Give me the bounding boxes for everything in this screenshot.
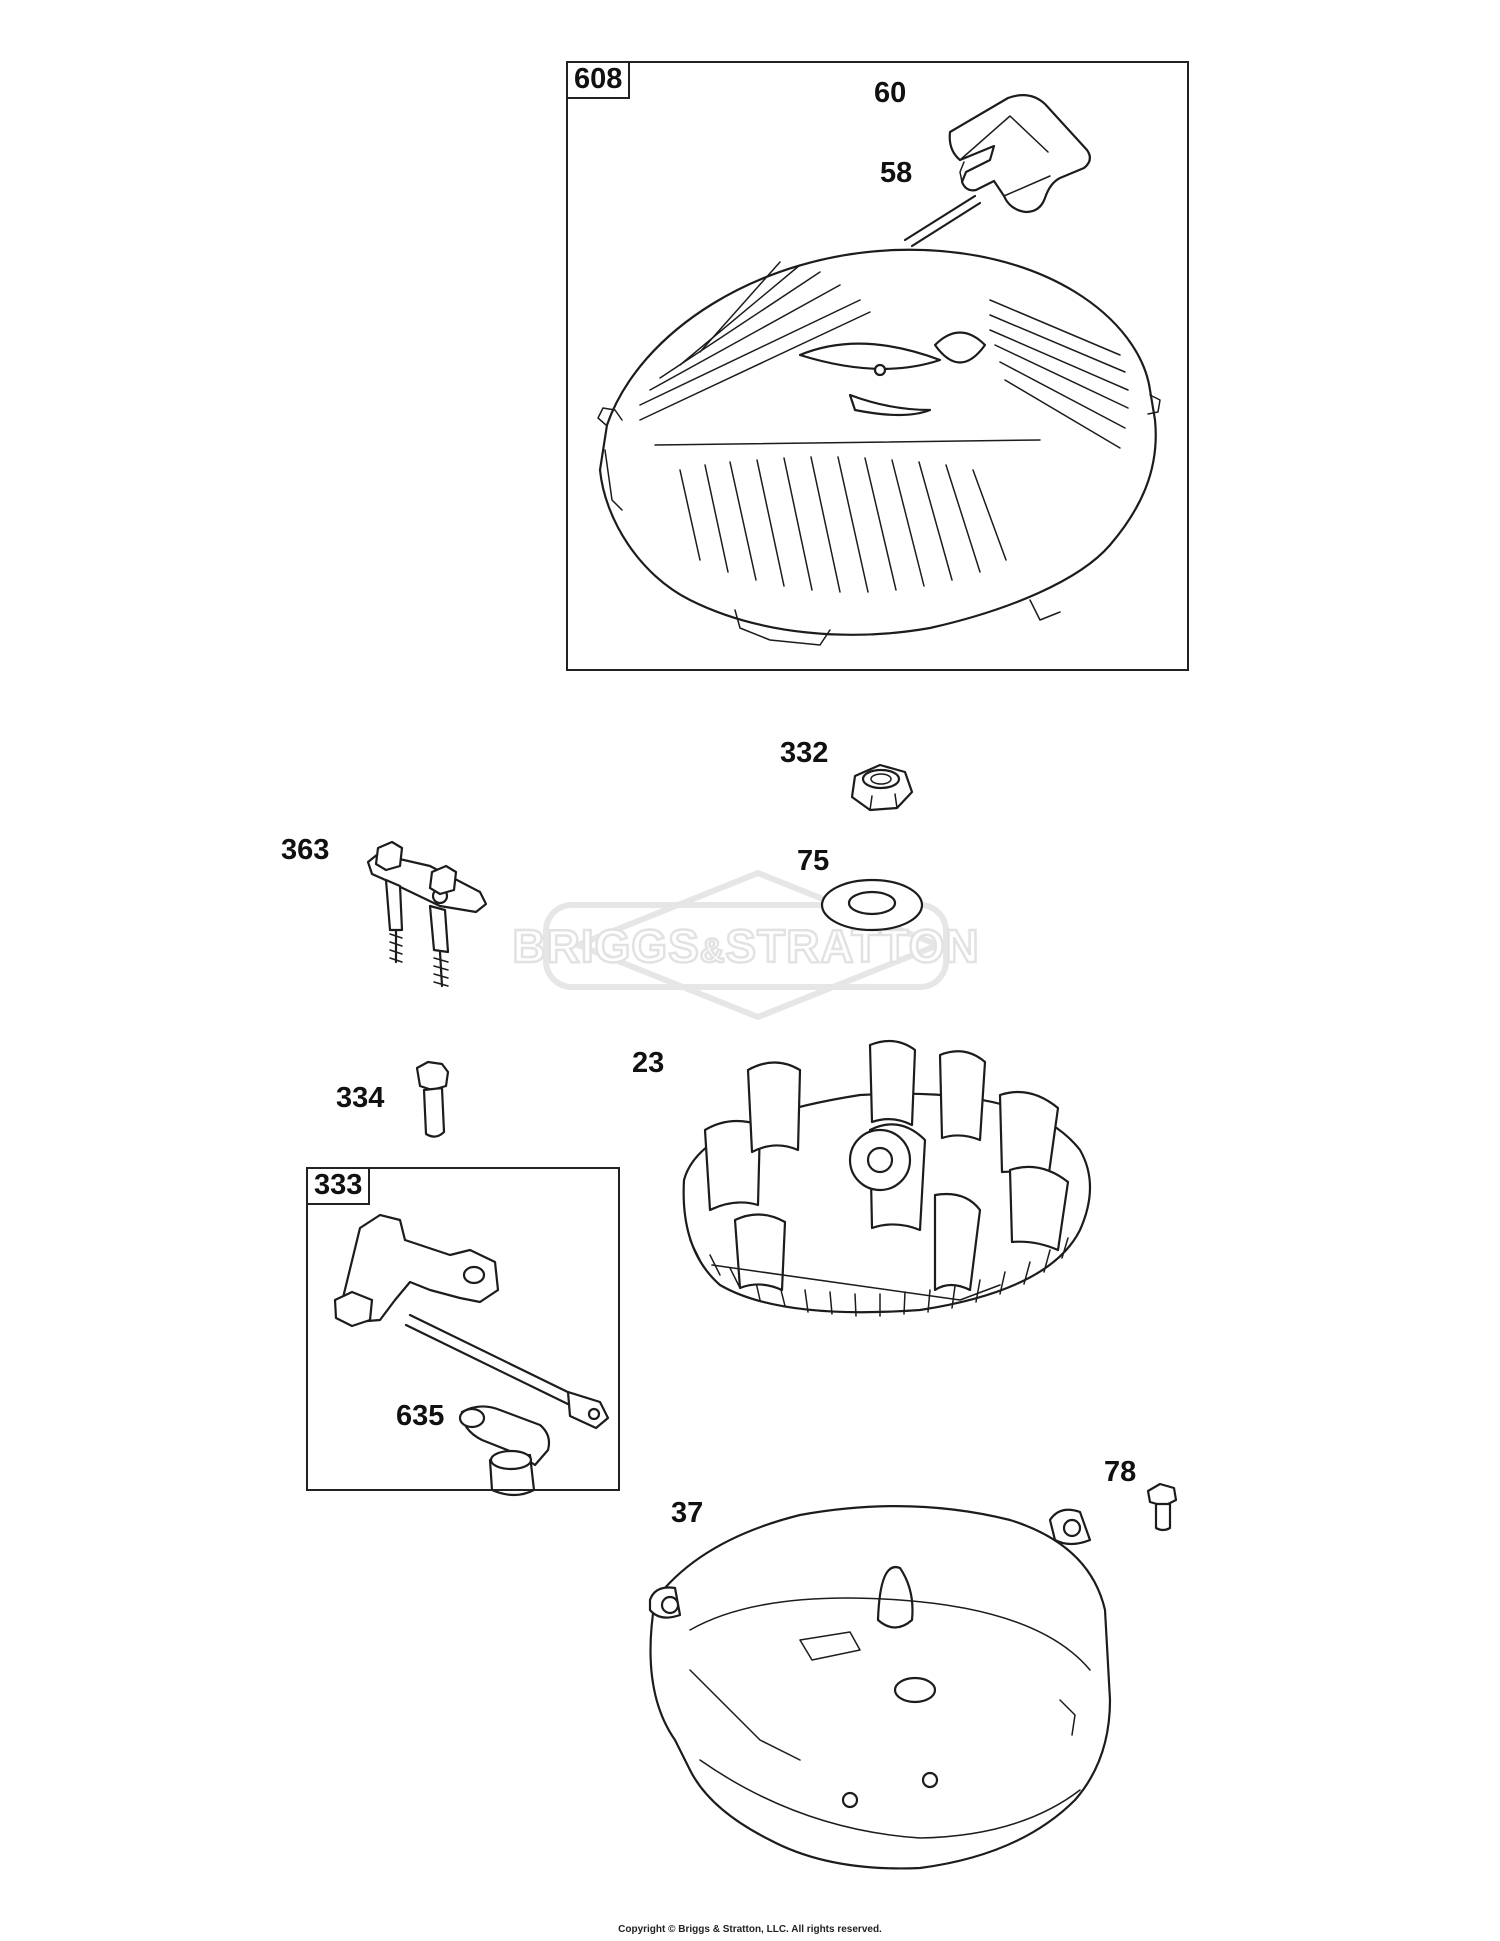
kit-box-333: 333: [306, 1167, 620, 1491]
kit-tag-333: 333: [306, 1167, 371, 1205]
part-ref-60: 60: [874, 77, 907, 109]
part-ref-78: 78: [1104, 1456, 1137, 1488]
svg-text:BRIGGS&STRATTON: BRIGGS&STRATTON: [512, 920, 979, 972]
part-ref-37: 37: [671, 1497, 704, 1529]
rewind-starter-drawing: [597, 248, 1161, 646]
flywheel-drawing: [682, 1039, 1092, 1317]
hex-nut-drawing: [850, 763, 914, 812]
armature-drawing: [333, 1213, 610, 1430]
starter-handle-drawing: [948, 93, 1091, 214]
part-ref-334: 334: [336, 1082, 385, 1114]
part-ref-75: 75: [797, 845, 830, 877]
blower-housing-drawing: [648, 1505, 1112, 1870]
watermark-brand-left: BRIGGS: [512, 920, 699, 972]
washer-drawing: [820, 878, 924, 932]
part-ref-332: 332: [780, 737, 829, 769]
part-ref-363: 363: [281, 834, 330, 866]
briggs-stratton-watermark: BRIGGS&STRATTON: [511, 869, 980, 1021]
part-ref-58: 58: [880, 157, 913, 189]
copyright-notice: Copyright © Briggs & Stratton, LLC. All …: [618, 1924, 882, 1935]
kit-box-608: 608: [566, 61, 1189, 671]
spark-plug-boot-drawing: [458, 1405, 551, 1497]
part-ref-635: 635: [396, 1400, 445, 1432]
screw-drawing: [1146, 1482, 1178, 1532]
watermark-brand-amp: &: [700, 932, 726, 970]
bolt-drawing: [415, 1060, 450, 1138]
kit-tag-608: 608: [566, 61, 631, 99]
bracket-drawing: [366, 840, 488, 988]
part-ref-23: 23: [632, 1047, 665, 1079]
